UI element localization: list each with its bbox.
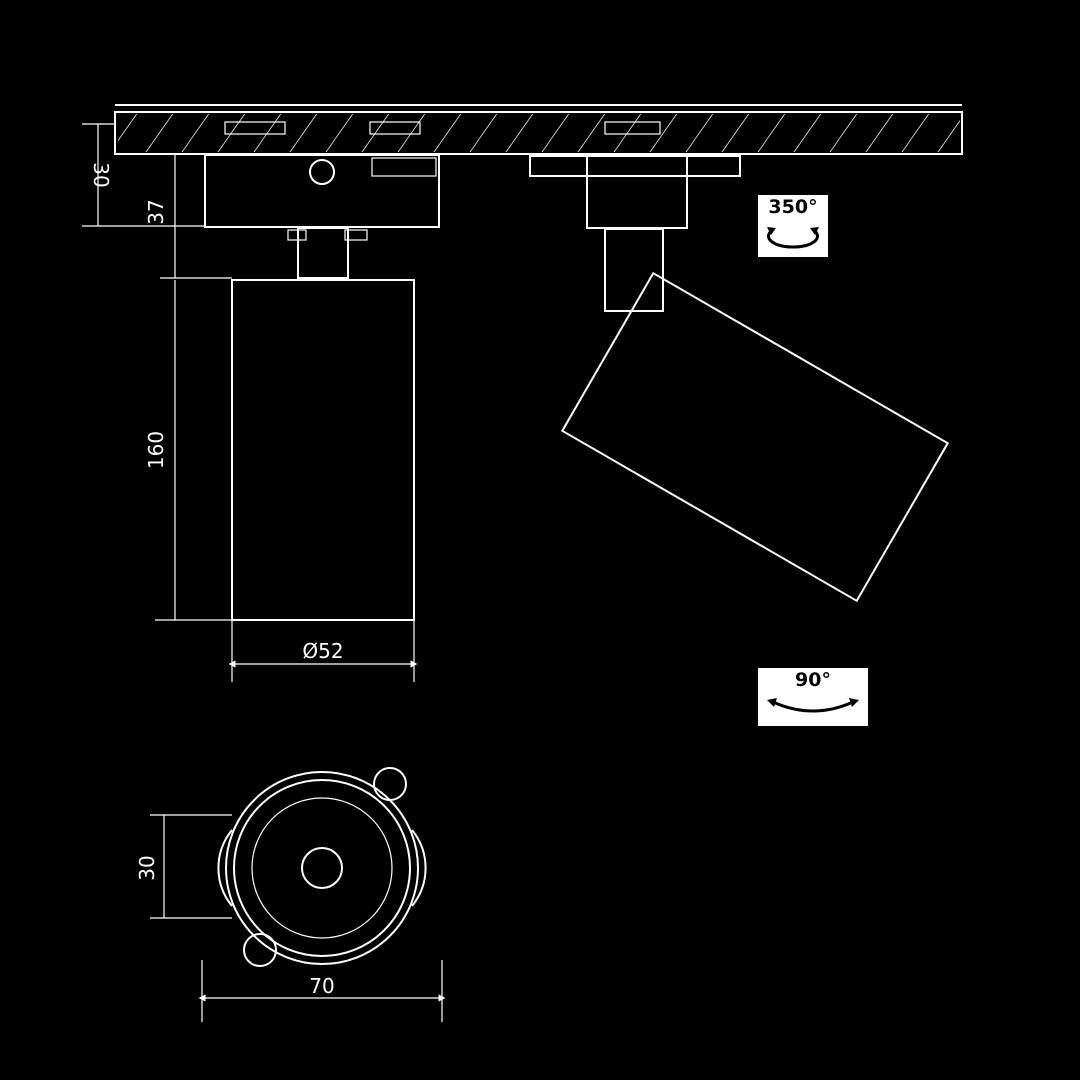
rotation-angle-badge: 350°: [758, 195, 828, 257]
adapter-knob: [309, 159, 335, 185]
arc-arrow-icon: [767, 698, 859, 713]
tilted-adapter-neck: [604, 228, 664, 312]
adapter-box: [204, 154, 440, 228]
rotation-angle-label: 350°: [768, 196, 818, 218]
plan-view: [217, 767, 427, 967]
dim-text-front-inner: 30: [135, 855, 159, 880]
dimension-adapter-height: 37: [144, 155, 232, 279]
tilted-view: [529, 155, 950, 603]
dim-text-body-diameter: Ø52: [302, 639, 343, 663]
adapter-neck: [297, 227, 349, 279]
dim-text-track-height: 30: [89, 162, 113, 187]
tilted-adapter-plate: [529, 155, 741, 177]
tilted-lamp-body: [560, 271, 950, 603]
plan-lens-center: [301, 847, 343, 889]
dimension-body-diameter: Ø52: [228, 620, 418, 682]
tilt-angle-badge: 90°: [758, 668, 868, 726]
dimension-front-inner: 30: [135, 814, 232, 919]
dim-text-adapter-height: 37: [144, 199, 168, 224]
dimension-track-height: 30: [82, 123, 205, 227]
tilted-adapter-box: [586, 155, 688, 229]
dim-text-front-width: 70: [309, 974, 334, 998]
dimension-body-length: 160: [144, 280, 232, 621]
ceiling-track: [114, 104, 963, 155]
lamp-body: [231, 279, 415, 621]
circular-arrow-icon: [767, 227, 819, 249]
dimension-front-width: 70: [198, 960, 446, 1022]
dim-text-body-length: 160: [144, 431, 168, 469]
plan-outer-ring: [225, 771, 419, 965]
front-elevation-view: [204, 154, 440, 621]
tilt-angle-label: 90°: [795, 669, 831, 691]
